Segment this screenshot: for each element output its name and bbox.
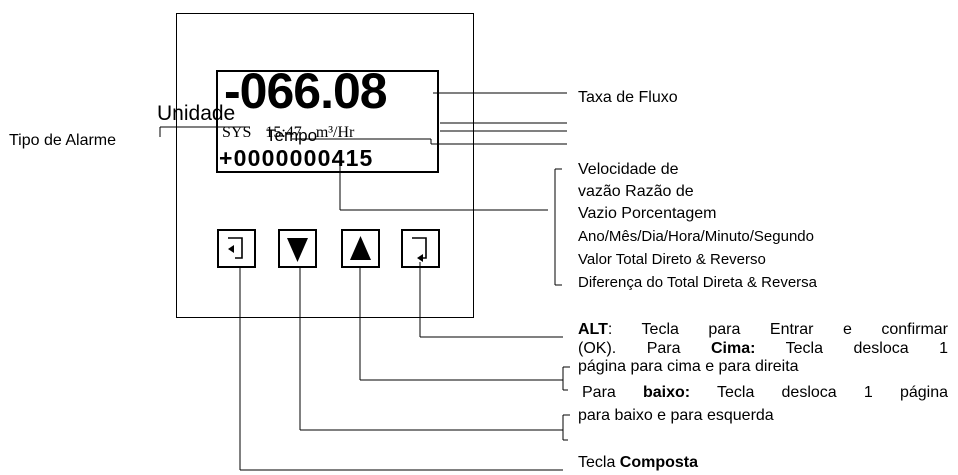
composite-key[interactable] [217,229,256,268]
unit-value: m³/Hr [315,124,355,141]
meter-panel [176,13,474,318]
time-value: 15:47 [265,124,302,141]
up-key[interactable] [341,229,380,268]
desc-composta-line: Tecla Composta [578,454,699,471]
flow-rate-value: -066.08 [224,63,388,119]
triangle-up-icon [350,236,371,260]
desc-pagina-baixo: para baixo e para esquerda [578,407,774,424]
label-unidade: Unidade [157,102,236,125]
desc-pagina-cima: página para cima e para direita [578,358,799,375]
desc-baixo-line: Para baixo: Tecla desloca 1 página [582,384,948,401]
label-diferenca-total: Diferença do Total Direta & Reversa [578,274,818,291]
desc-ok-line: (OK). Para Cima: Tecla desloca 1 [578,339,948,357]
desc-alt-line: ALT: Tecla para Entrar e confirmar [578,321,948,338]
baixo-key-label: baixo: [642,384,691,401]
enter-key[interactable] [401,229,440,268]
label-tempo: Tempo [266,126,318,145]
label-velocidade: Velocidade de [578,161,679,178]
status-line: SYS 15:47 m³/Hr [222,124,354,142]
cima-key-label: Cima: [710,339,756,357]
composta-key-label: Composta [619,454,699,471]
totalizer-value: +0000000415 [219,145,374,171]
label-vazao: vazão Razão de [578,183,694,200]
key-descriptions: ALT: Tecla para Entrar e confirmar (OK).… [578,321,948,358]
label-valor-total: Valor Total Direto & Reverso [578,251,766,268]
enter-right-icon [412,237,427,262]
lcd-display [216,70,439,173]
down-key[interactable] [278,229,317,268]
label-taxa-fluxo: Taxa de Fluxo [578,89,678,106]
sys-label: SYS [222,124,252,141]
label-tipo-alarme: Tipo de Alarme [9,132,117,149]
desc-baixo-block: Para baixo: Tecla desloca 1 página [582,384,948,403]
label-data-hora: Ano/Mês/Dia/Hora/Minuto/Segundo [578,228,814,245]
enter-left-icon [228,237,243,259]
triangle-down-icon [287,238,308,262]
alt-key-label: ALT [578,321,608,338]
label-vazio: Vazio Porcentagem [578,205,717,222]
